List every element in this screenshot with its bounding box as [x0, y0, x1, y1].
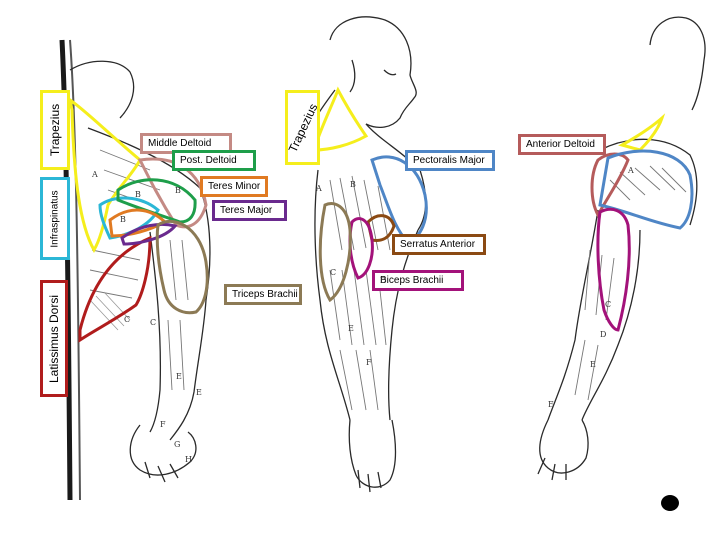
sketch-letter: D — [380, 276, 387, 285]
pectoralis-outline-front — [598, 149, 694, 230]
latissimus-dorsi-label: Latissimus Dorsi — [40, 280, 68, 397]
sketch-letter: A — [92, 170, 98, 179]
pectoralis-major-label: Pectoralis Major — [405, 150, 495, 171]
sketch-letter: F — [366, 358, 372, 367]
sketch-letter: C — [330, 268, 337, 277]
trapezius-outline-side — [311, 86, 369, 152]
pectoralis-outline — [370, 155, 428, 244]
trapezius-outline-back — [67, 96, 142, 253]
triceps-outline — [155, 219, 209, 315]
trapezius-outline-front — [618, 113, 666, 152]
sketch-letter: E — [176, 372, 182, 381]
sketch-letter: E — [196, 388, 202, 397]
sketch-letter: G — [174, 440, 181, 449]
post-deltoid-label: Post. Deltoid — [172, 150, 256, 171]
triceps-brachii-label: Triceps Brachii — [224, 284, 302, 305]
sketch-letter: B — [175, 186, 181, 195]
biceps-brachii-label: Biceps Brachii — [372, 270, 464, 291]
teres-major-label: Teres Major — [212, 200, 287, 221]
trapezius-label-back: Trapezius — [40, 90, 70, 170]
sketch-letter: D — [600, 330, 607, 339]
sketch-letter: H — [185, 455, 192, 464]
anterior-deltoid-outline — [590, 152, 630, 219]
teres-minor-label: Teres Minor — [200, 176, 268, 197]
serratus-anterior-label: Serratus Anterior — [392, 234, 486, 255]
sketch-letter: E — [548, 400, 554, 409]
sketch-letter: B — [120, 215, 126, 224]
anterior-deltoid-label: Anterior Deltoid — [518, 134, 606, 155]
sketch-letter: B — [135, 190, 141, 199]
sketch-letter: E — [348, 324, 354, 333]
corner-dot — [661, 495, 679, 511]
sketch-letter: F — [160, 420, 166, 429]
sketch-letter: A — [628, 166, 634, 175]
trapezius-label-side: Trapezius — [285, 90, 320, 165]
infraspinatus-label: Infraspinatus — [40, 177, 70, 260]
sketch-letter: C — [605, 300, 612, 309]
serratus-outline — [366, 214, 396, 242]
sketch-letter: E — [590, 360, 596, 369]
sketch-letter: C — [124, 315, 131, 324]
biceps-outline-front — [596, 207, 631, 332]
sketch-letter: A — [316, 184, 322, 193]
anterior-figure — [537, 16, 706, 481]
sketch-letter: B — [350, 180, 356, 189]
posterior-figure — [59, 39, 211, 501]
latissimus-outline — [78, 235, 152, 343]
teres-major-outline — [120, 222, 178, 246]
triceps-outline-side — [318, 202, 352, 303]
sketch-letter: C — [150, 318, 157, 327]
